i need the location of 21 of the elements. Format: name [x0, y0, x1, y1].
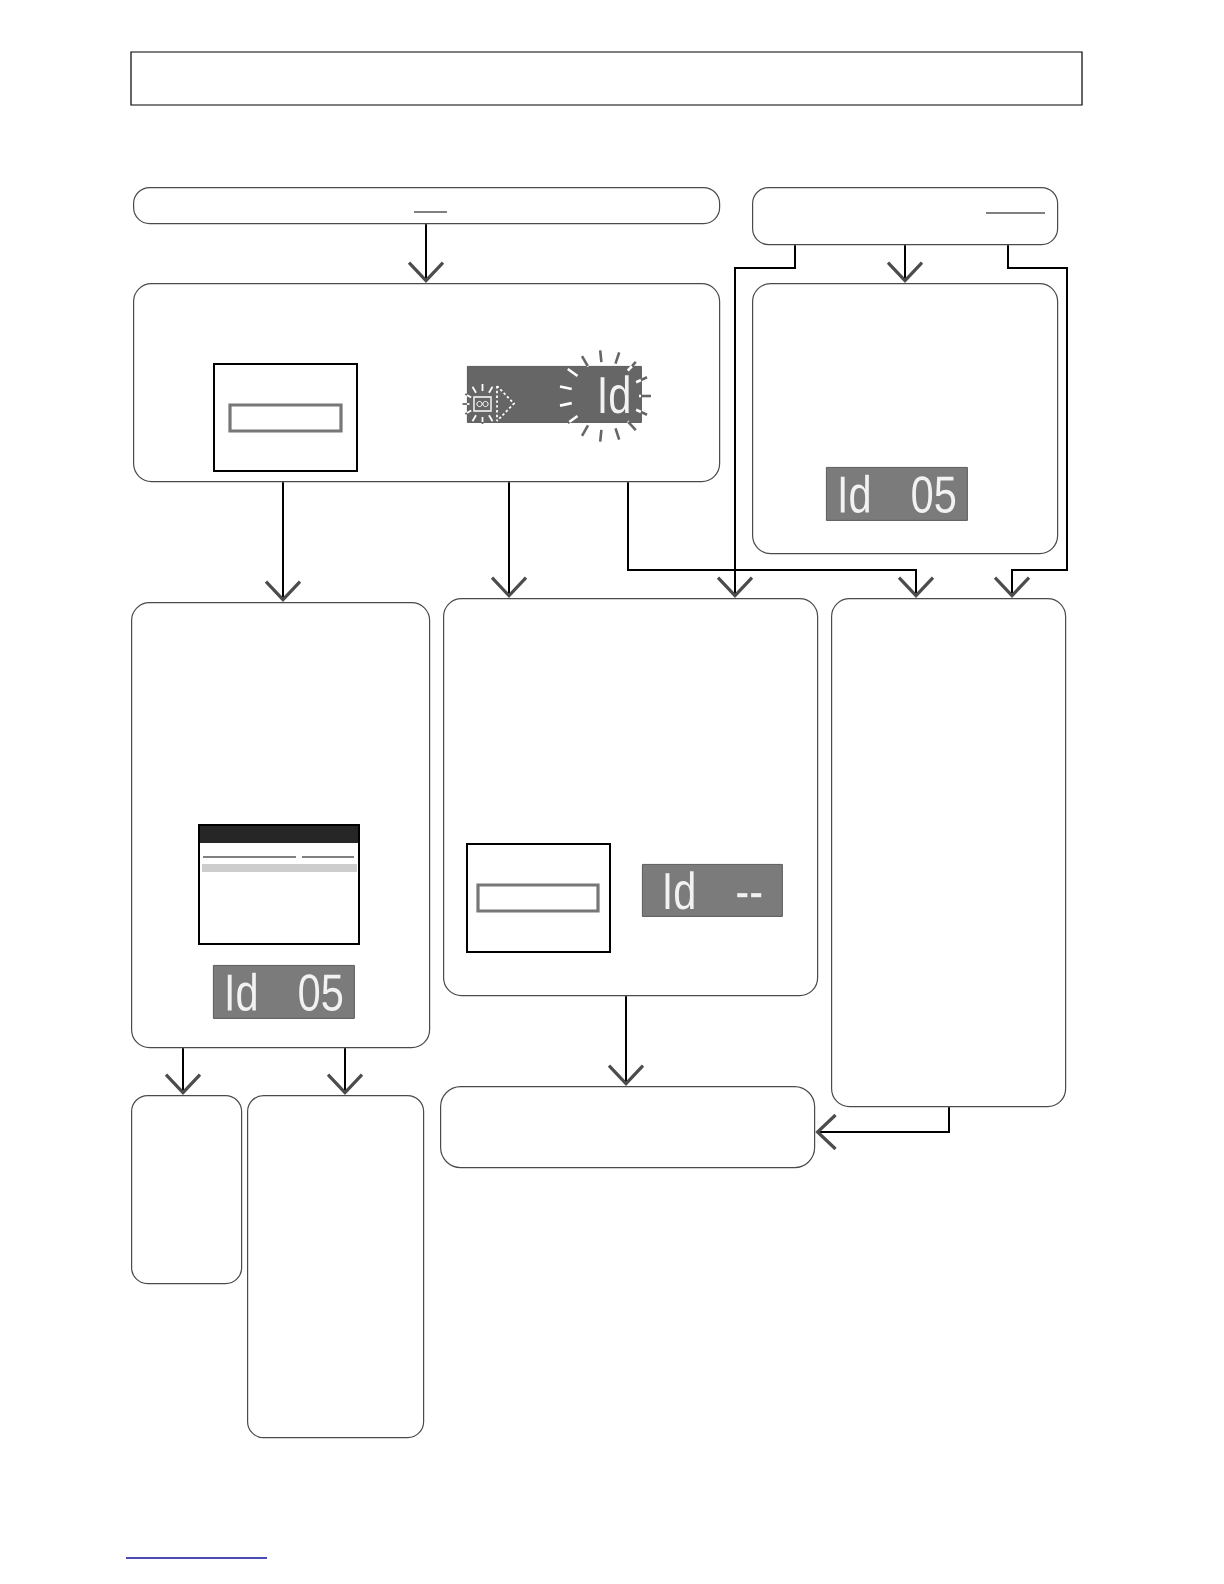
rounded-box [831, 598, 1067, 1108]
arrow [627, 481, 935, 598]
arrow [264, 481, 302, 602]
rounded-box [440, 1086, 816, 1169]
arrow [993, 244, 1068, 598]
lcd-display: Id 05 [213, 965, 355, 1019]
rounded-box [443, 598, 819, 997]
lcd-display: Id -- [642, 864, 783, 917]
lcd-display: Id 05 [826, 467, 968, 521]
arrow [716, 244, 796, 598]
arrow [815, 1106, 950, 1151]
rounded-box [131, 1095, 243, 1285]
arrow [490, 481, 528, 598]
lcd-display: Id [467, 366, 642, 423]
rounded-box [752, 283, 1059, 555]
rounded-box [247, 1095, 425, 1439]
arrow [607, 995, 645, 1086]
rounded-box [752, 187, 1059, 246]
rounded-box [133, 283, 721, 483]
rounded-box [131, 602, 431, 1049]
rounded-box [133, 187, 721, 225]
